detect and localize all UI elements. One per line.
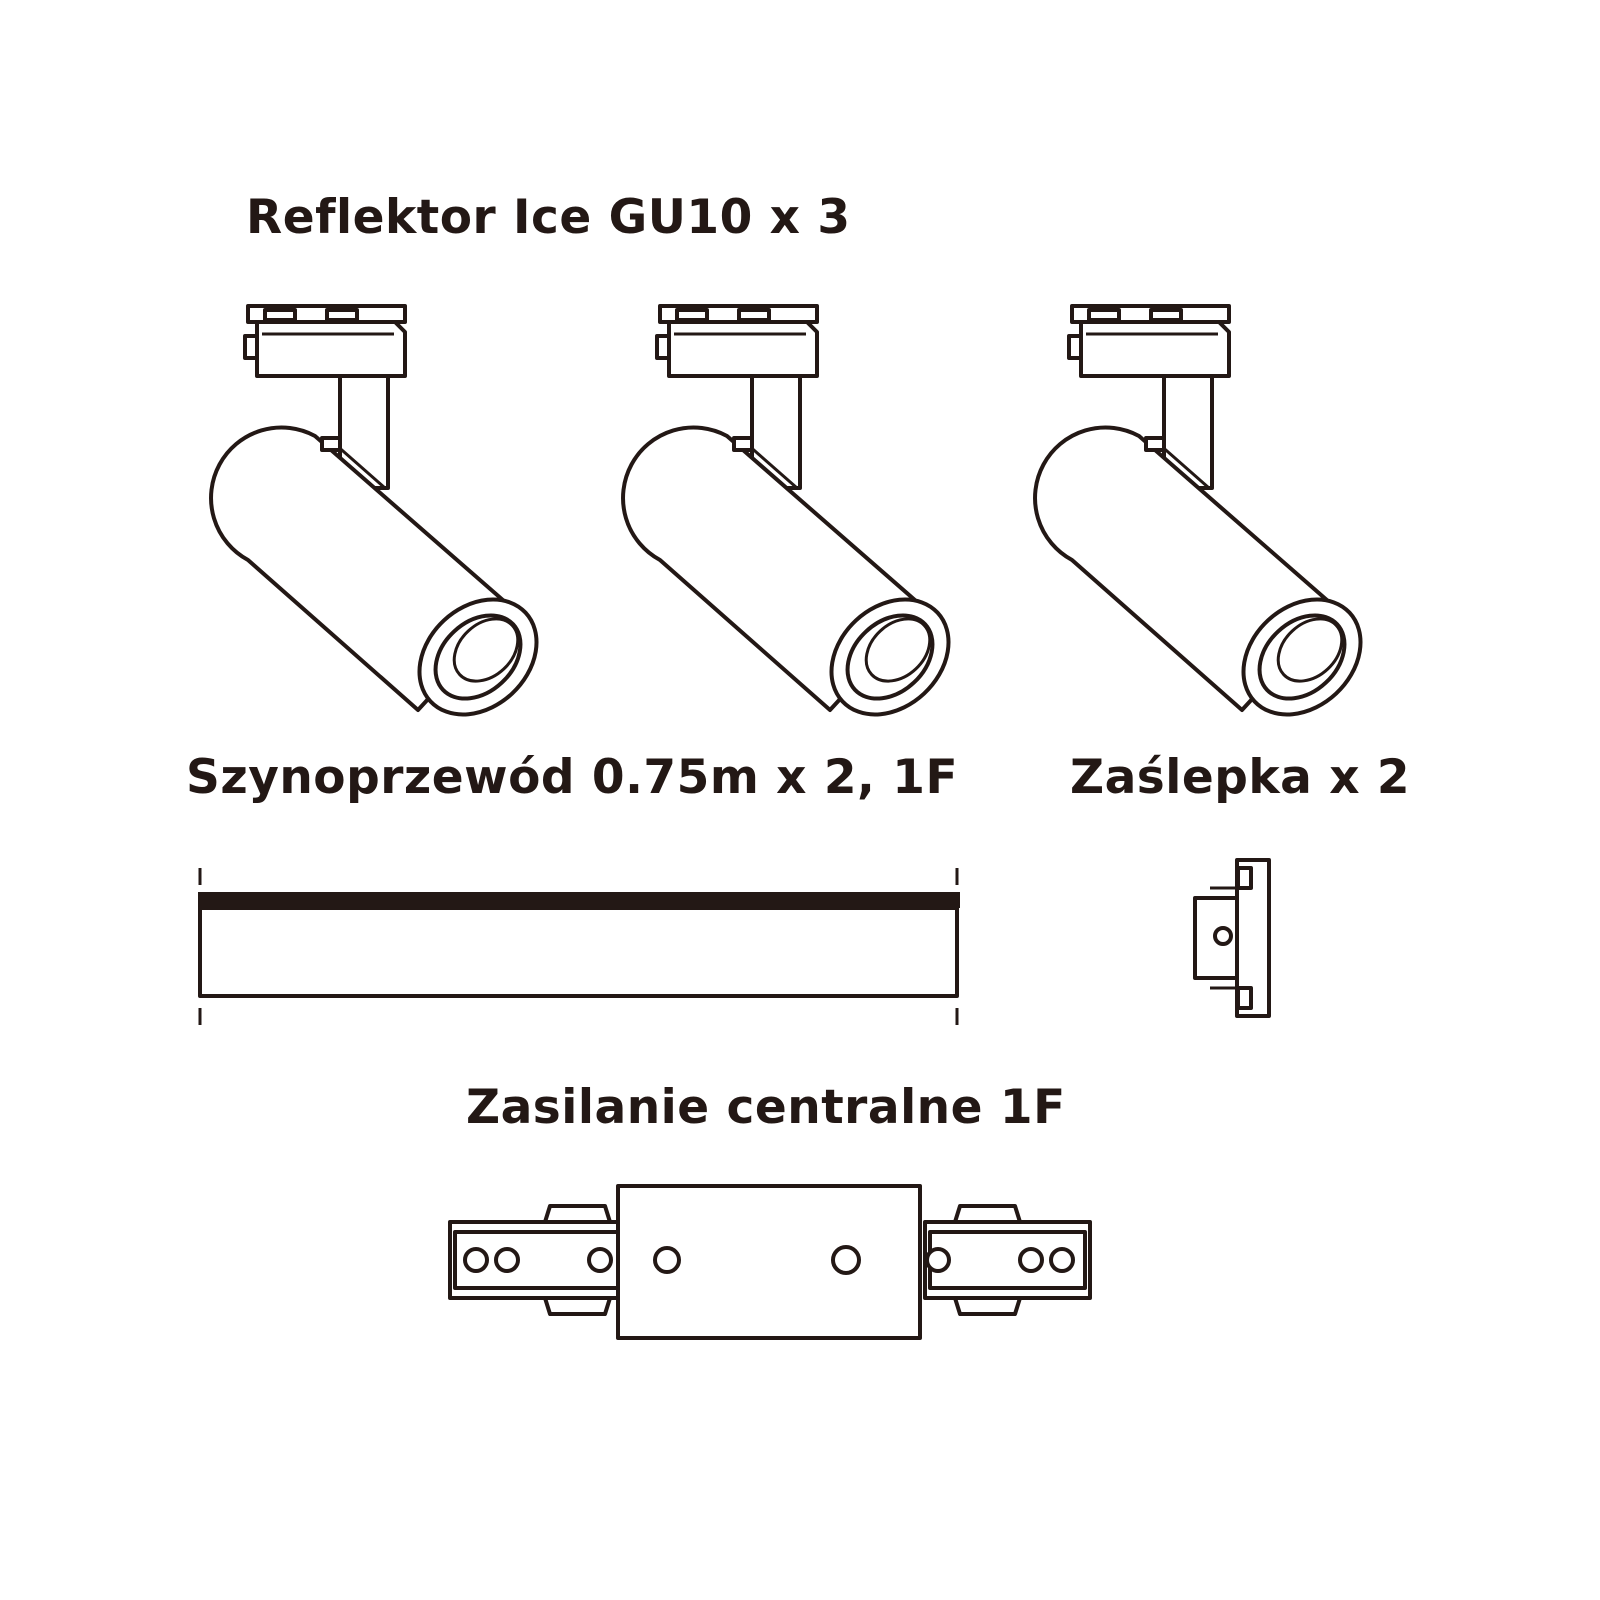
spotlight-3 [1033,304,1386,740]
end-cap-drawing [1193,858,1271,1018]
spotlight-label: Reflektor Ice GU10 x 3 [246,190,851,245]
rail-drawing [198,868,960,1025]
spotlight-1 [209,304,562,740]
spotlight-2 [621,304,974,740]
rail-label: Szynoprzewód 0.75m x 2, 1F [186,750,959,805]
end-cap-label: Zaślepka x 2 [1070,750,1411,805]
central-feed-label: Zasilanie centralne 1F [466,1080,1066,1135]
central-feed-drawing [448,1184,1092,1340]
